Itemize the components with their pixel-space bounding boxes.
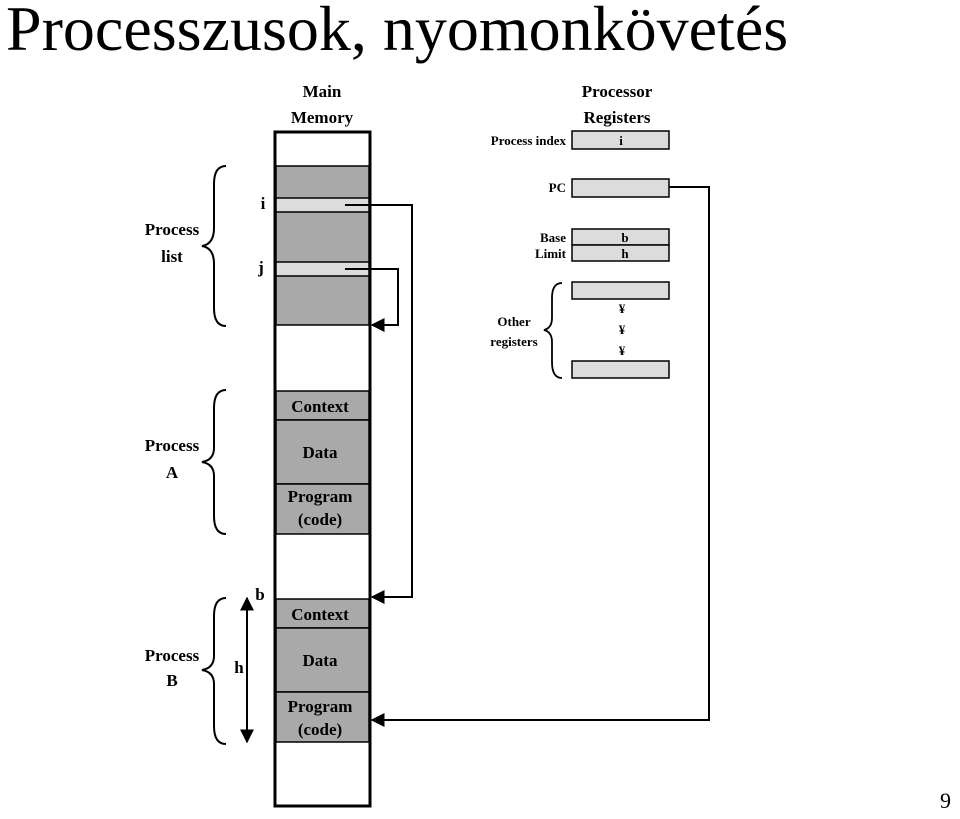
process-b-code-label: (code) bbox=[298, 720, 342, 739]
process-a-context-label: Context bbox=[291, 397, 349, 416]
pc-register bbox=[571, 178, 670, 198]
other-registers-brace bbox=[543, 282, 563, 379]
process-b-label-line1: Process bbox=[145, 646, 200, 665]
process-b-context-label: Context bbox=[291, 605, 349, 624]
process-b-brace bbox=[201, 597, 227, 745]
processor-registers-header-line1: Processor bbox=[582, 82, 653, 101]
process-b-program-block bbox=[275, 691, 370, 743]
process-a-label-line2: A bbox=[166, 463, 179, 482]
pc-label: PC bbox=[549, 180, 566, 195]
other-register-bottom bbox=[571, 360, 670, 379]
process-a-label-line1: Process bbox=[145, 436, 200, 455]
other-registers-ellipsis-1: ¥ bbox=[619, 301, 626, 316]
process-list-block bbox=[275, 165, 370, 326]
process-list-label-line2: list bbox=[161, 247, 183, 266]
other-registers-ellipsis-2: ¥ bbox=[619, 322, 626, 337]
other-register-top bbox=[571, 281, 670, 300]
other-registers-label-line2: registers bbox=[490, 334, 537, 349]
limit-label: Limit bbox=[535, 246, 567, 261]
process-list-label-line1: Process bbox=[145, 220, 200, 239]
process-index-label: Process index bbox=[491, 133, 567, 148]
page-number: 9 bbox=[940, 788, 951, 813]
bound-h-label: h bbox=[234, 658, 244, 677]
limit-register bbox=[571, 244, 670, 262]
pointer-i-arrow bbox=[345, 204, 413, 604]
base-value: b bbox=[621, 230, 628, 245]
processor-registers-header-line2: Registers bbox=[583, 108, 650, 127]
process-a-brace bbox=[201, 389, 227, 535]
process-a-code-label: (code) bbox=[298, 510, 342, 529]
main-memory-header-line1: Main bbox=[303, 82, 342, 101]
limit-value: h bbox=[621, 246, 629, 261]
process-a-data-label: Data bbox=[303, 443, 338, 462]
process-a-program-label: Program bbox=[288, 487, 353, 506]
process-b-data-block bbox=[275, 627, 370, 693]
main-memory-column bbox=[273, 130, 372, 808]
slide-title: Processzusok, nyomonkövetés bbox=[6, 0, 789, 64]
bound-b-label: b bbox=[255, 585, 264, 604]
process-b-program-label: Program bbox=[288, 697, 353, 716]
pointer-j-arrow bbox=[345, 268, 399, 332]
process-a-program-block bbox=[275, 483, 370, 535]
process-b-label-line2: B bbox=[166, 671, 177, 690]
other-registers-ellipsis-3: ¥ bbox=[619, 343, 626, 358]
process-index-value: i bbox=[619, 133, 623, 148]
main-memory-header-line2: Memory bbox=[291, 108, 354, 127]
process-list-brace bbox=[201, 165, 227, 327]
process-index-register bbox=[571, 130, 670, 150]
pc-arrow bbox=[370, 186, 710, 727]
base-label: Base bbox=[540, 230, 566, 245]
process-b-data-label: Data bbox=[303, 651, 338, 670]
pointer-i-label: i bbox=[261, 194, 266, 213]
pointer-j-label: j bbox=[257, 258, 264, 277]
other-registers-label-line1: Other bbox=[497, 314, 530, 329]
